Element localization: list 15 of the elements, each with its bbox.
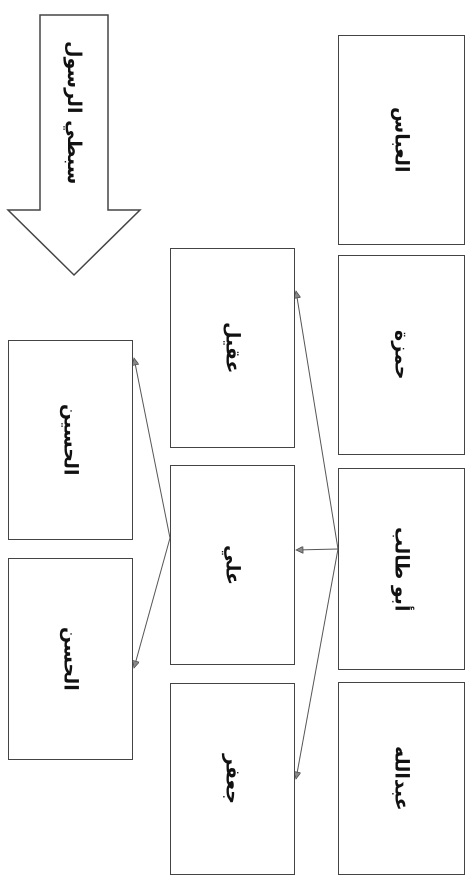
- arrow: [132, 358, 170, 538]
- arrow: [293, 290, 338, 550]
- arrow: [296, 546, 338, 554]
- name-box: الحسين: [8, 340, 133, 540]
- arrow: [132, 538, 170, 668]
- name-box: الحسن: [8, 558, 133, 760]
- name-box: العباس: [338, 35, 465, 245]
- name-box: أبو طالب: [338, 468, 465, 670]
- name-box: عقيل: [170, 248, 295, 448]
- name-box: علي: [170, 465, 295, 665]
- name-box: عبدالله: [338, 682, 465, 875]
- arrow-label: سبطي الرسول: [63, 40, 85, 184]
- name-box: حمزة: [338, 255, 465, 455]
- arrow: [293, 548, 338, 780]
- name-box: جعفر: [170, 683, 295, 875]
